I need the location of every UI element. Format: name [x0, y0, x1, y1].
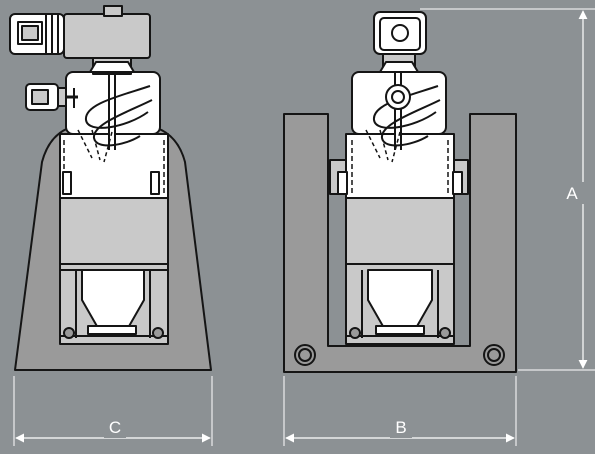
side-view-machine [9, 5, 212, 371]
front-view-machine [283, 11, 517, 373]
top-motor [9, 5, 151, 59]
dimension-label-c: C [109, 418, 121, 437]
front-container-lower [345, 197, 455, 265]
side-motor [25, 83, 78, 111]
wheel-right [152, 327, 164, 339]
clamp-left [62, 171, 72, 195]
clamp-right [150, 171, 160, 195]
container-lower [59, 197, 169, 265]
dimension-label-b: B [395, 418, 406, 437]
front-top-motor [373, 11, 427, 55]
dimension-label-a: A [566, 184, 578, 203]
wheel-left [63, 327, 75, 339]
